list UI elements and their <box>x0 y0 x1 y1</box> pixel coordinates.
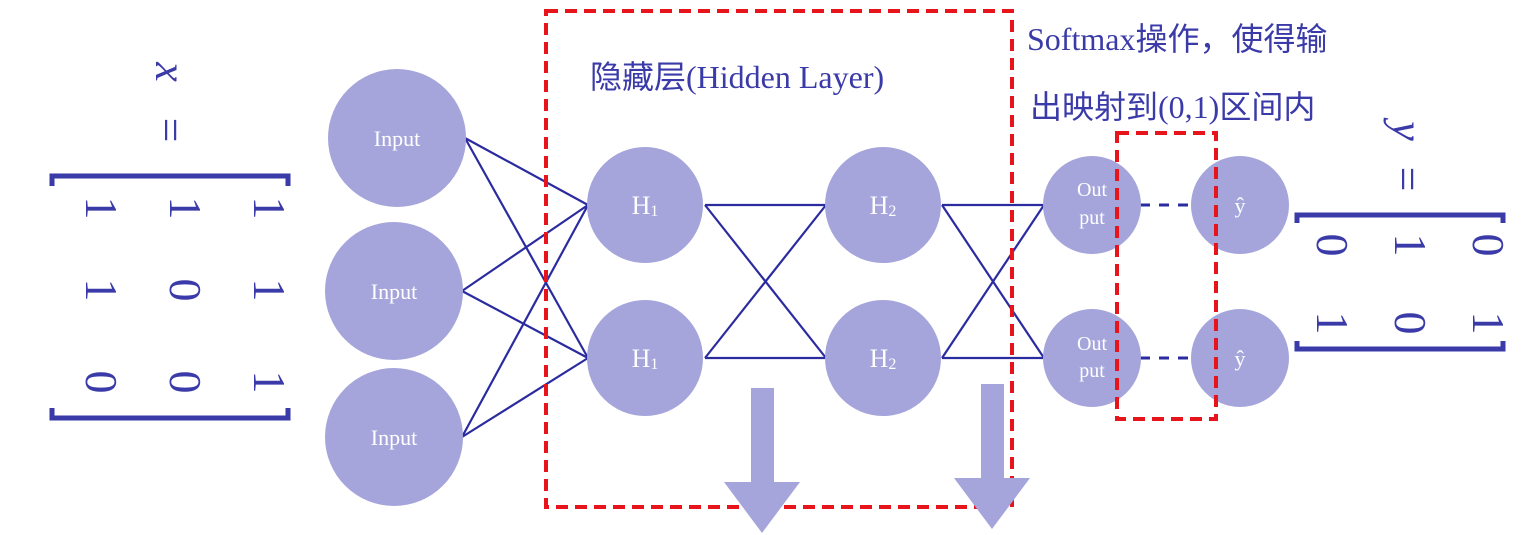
x-bracket-right <box>49 408 291 421</box>
x-cell: 0 <box>76 371 127 394</box>
x-cell: 1 <box>244 371 295 394</box>
x-cell: 0 <box>160 371 211 394</box>
edge <box>941 204 1045 359</box>
y-cell: 0 <box>1463 234 1514 257</box>
x-symbol: x <box>146 61 195 82</box>
input-node <box>325 368 463 506</box>
y-cell: 1 <box>1463 312 1514 335</box>
edge <box>704 204 827 359</box>
x-cell: 1 <box>160 197 211 220</box>
x-cell: 1 <box>244 197 295 220</box>
softmax-label-line1: Softmax操作，使得输 <box>1027 21 1327 57</box>
hidden-layer-1: H1 H1 <box>587 147 703 416</box>
edge <box>461 357 589 438</box>
hidden1-node <box>587 147 703 263</box>
y-symbol: y <box>1383 117 1432 141</box>
hidden1-node <box>587 300 703 416</box>
down-arrow-icon <box>724 388 800 533</box>
hidden-layer-2: H2 H2 <box>825 147 941 416</box>
x-matrix: x = 1 1 1 1 1 0 1 0 1 0 0 1 <box>49 61 295 421</box>
y-cell: 1 <box>1307 312 1358 335</box>
hidden2-node <box>825 147 941 263</box>
edge <box>461 204 589 438</box>
y-cell: 0 <box>1385 312 1436 335</box>
input-node-label: Input <box>371 425 417 450</box>
down-arrow-icon <box>954 384 1030 529</box>
y-cell: 0 <box>1307 234 1358 257</box>
hidden2-node-label: H2 <box>870 191 897 220</box>
input-node <box>328 69 466 207</box>
edge <box>461 204 589 292</box>
y-bracket-left <box>1294 212 1506 223</box>
y-bracket-right <box>1294 341 1506 352</box>
input-node-label: Input <box>371 279 417 304</box>
input-layer: Input Input Input <box>325 69 466 506</box>
y-equals: = <box>1383 167 1432 192</box>
softmax-label-line2: 出映射到(0,1)区间内 <box>1030 89 1315 125</box>
yhat-node-label: ŷ <box>1235 193 1246 218</box>
y-cell: 1 <box>1385 234 1436 257</box>
hidden-layer-label: 隐藏层(Hidden Layer) <box>590 59 884 95</box>
x-cell: 1 <box>76 279 127 302</box>
output-node-label: Out <box>1077 333 1107 355</box>
hidden2-node-label: H2 <box>870 344 897 373</box>
prediction-layer: ŷ ŷ <box>1191 156 1289 407</box>
hidden1-node-label: H1 <box>632 191 659 220</box>
output-layer: Out put Out put <box>1043 156 1141 407</box>
x-equals: = <box>146 118 195 143</box>
softmax-box <box>1115 131 1218 421</box>
input-node <box>325 222 463 360</box>
input-node-label: Input <box>374 126 420 151</box>
x-cell: 1 <box>244 279 295 302</box>
hidden2-node <box>825 300 941 416</box>
x-cell: 0 <box>160 279 211 302</box>
output-node-label: Out <box>1077 179 1107 201</box>
hidden-layer-box <box>544 9 1014 509</box>
output-node <box>1043 156 1141 254</box>
edge <box>464 137 589 206</box>
output-node <box>1043 309 1141 407</box>
output-node-label: put <box>1079 207 1105 229</box>
output-node-label: put <box>1079 360 1105 382</box>
yhat-node-label: ŷ <box>1235 346 1246 371</box>
hidden1-node-label: H1 <box>632 344 659 373</box>
y-matrix: y = 0 1 0 1 0 1 <box>1294 117 1514 352</box>
x-bracket-left <box>49 173 291 186</box>
edge <box>461 290 589 359</box>
x-cell: 1 <box>76 197 127 220</box>
edges <box>461 137 1190 438</box>
